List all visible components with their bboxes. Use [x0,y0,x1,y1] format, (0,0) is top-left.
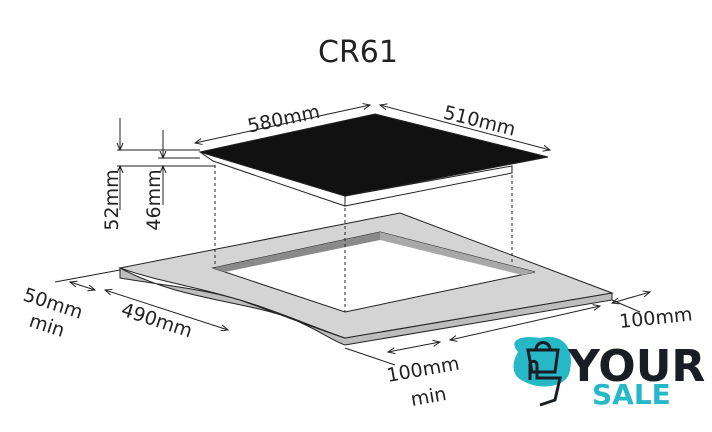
front-clearance-note: min [409,383,448,411]
cutout-depth-label: 490mm [118,299,195,343]
dimension-lines [54,105,650,366]
body-height-label: 46mm [143,169,165,230]
logo-text-your: YOUR [567,341,705,392]
projection-lines [214,165,513,312]
countertop [118,212,614,346]
model-title: CR61 [318,35,398,70]
total-height-label: 52mm [101,169,123,230]
yoursale-logo: YOUR SALE [513,336,705,411]
front-clearance-label: 100mm [385,353,461,387]
logo-text-sale: SALE [592,378,671,411]
